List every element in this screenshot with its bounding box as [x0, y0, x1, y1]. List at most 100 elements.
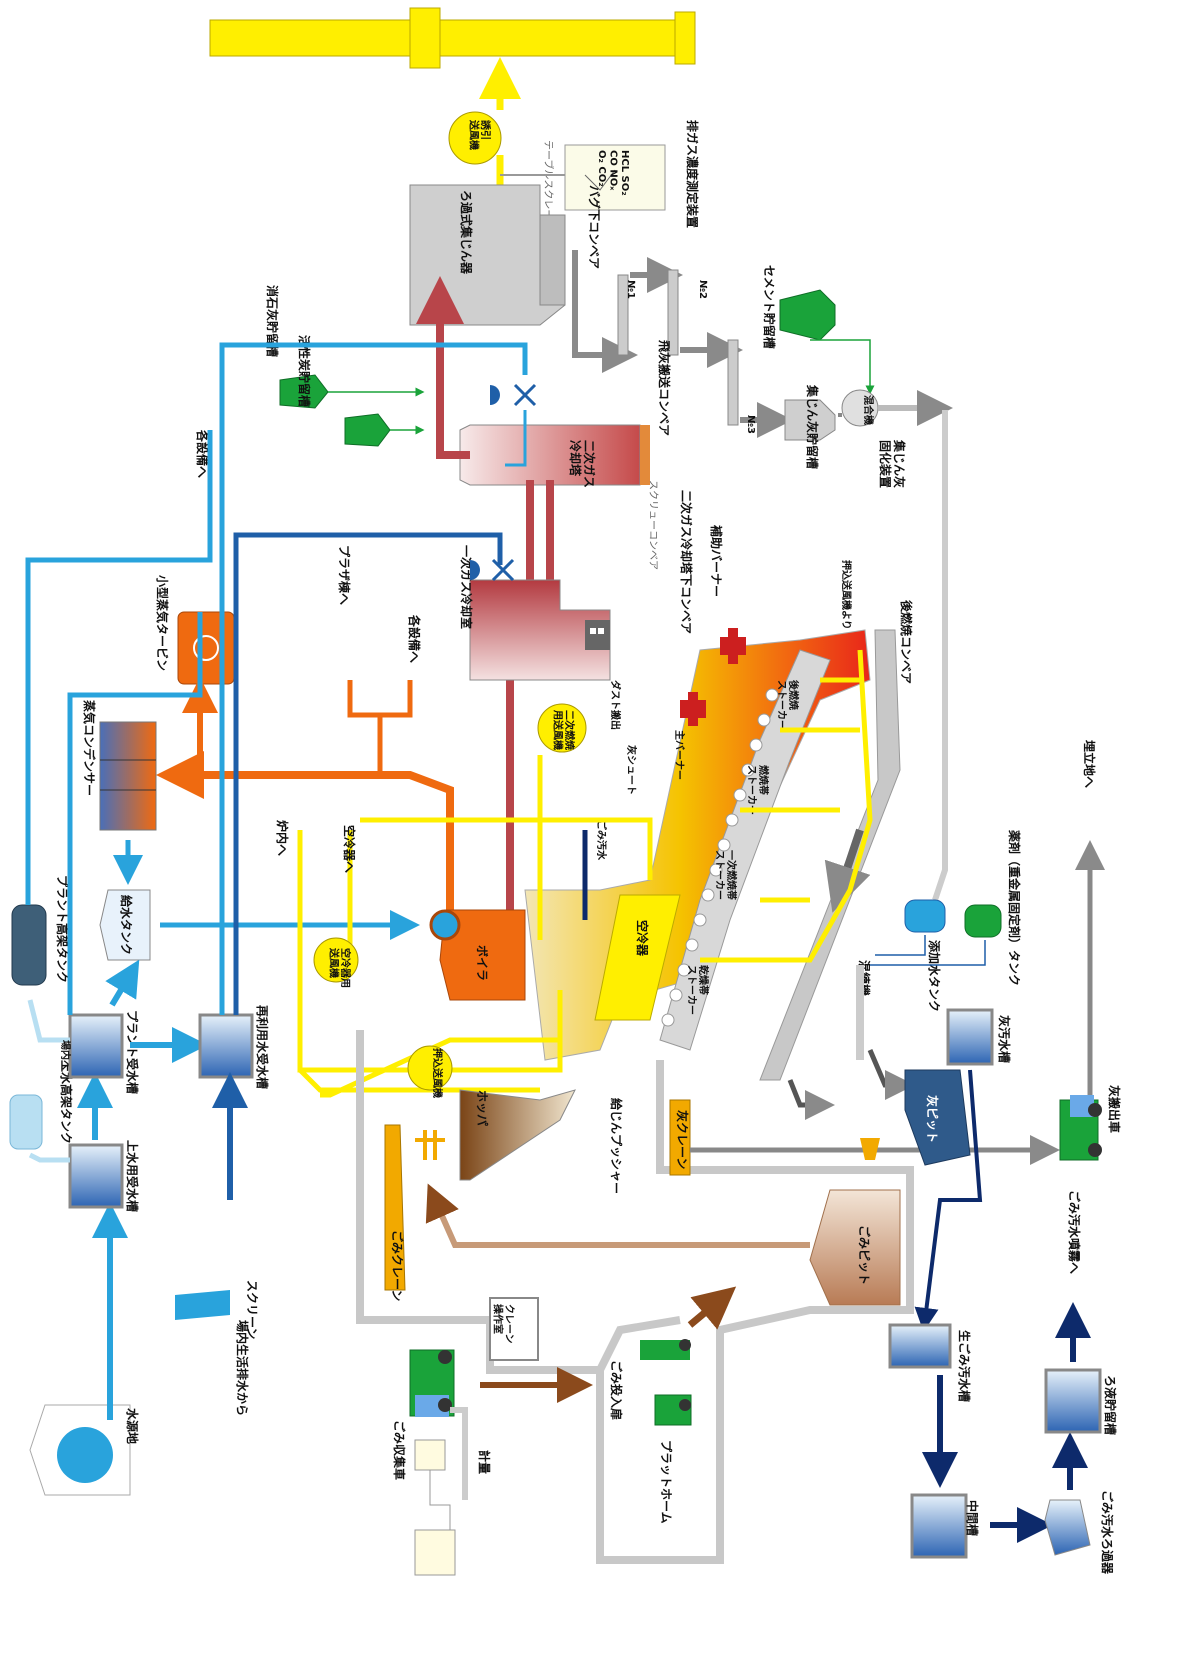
gas-cooler-2-conveyor-label: 二次ガス冷却塔下コンベア	[679, 490, 694, 634]
induced-fan-label: 誘引送風機	[468, 119, 493, 150]
water-pump-label: 水源地	[125, 1408, 140, 1444]
fly-ash-silo	[784, 399, 836, 441]
filtrate-label: ろ液貯留槽	[1103, 1375, 1118, 1435]
ash-chute-label: 灰シュート	[625, 745, 638, 795]
slaked-lime-label: 消石灰貯留槽	[265, 285, 280, 357]
raw-waste-water-label: 生ごみ汚水槽	[957, 1330, 972, 1402]
steam-main	[380, 771, 454, 910]
dust-out-label: ダスト搬出	[609, 680, 622, 730]
combustion-air-lines	[297, 649, 873, 1098]
mixer-label: 混合機	[862, 395, 875, 425]
waste-crane	[384, 1124, 406, 1291]
filtrate-tank	[1044, 1368, 1102, 1434]
combustion-stoker-label: 一次燃焼帯ストーカー	[714, 850, 739, 900]
to-air-preheater-label: 空冷器へ	[342, 825, 357, 873]
main-burner-label: 主バーナー	[673, 730, 686, 780]
ash-drop	[787, 1079, 835, 1120]
ash-truck	[1059, 1095, 1102, 1161]
cement-silo-label: セメント貯留槽	[762, 265, 777, 349]
aux-burner-label: 補助バーナー	[709, 524, 724, 597]
activated-carbon-silo	[279, 374, 329, 409]
pushing-fan2-label: 押込送風機	[431, 1048, 444, 1098]
gas-cooler-1	[469, 579, 611, 681]
cement-silo	[779, 289, 836, 341]
landfill-label: 埋立地へ	[1082, 740, 1097, 788]
upper-elevated-tank	[9, 1094, 43, 1150]
ash-grab	[860, 1138, 880, 1160]
cement-line	[810, 339, 875, 395]
stoker-rollers	[661, 688, 779, 1027]
fly-ash-conveyors	[572, 250, 793, 438]
ash-crane-label: 灰クレーン	[675, 1110, 690, 1169]
gas-cooler-2-label: 二次ガス冷却塔	[568, 440, 597, 488]
waste-crane-label: ごみクレーン	[390, 1230, 405, 1301]
fly-ash-conveyor-label: 飛灰搬送コンベア	[657, 339, 672, 436]
chimney	[209, 7, 696, 69]
drying-stoker-label: 乾燥帯ストーカー	[686, 965, 711, 1015]
table-scraper-label: テーブルスクレーパ	[542, 140, 555, 229]
additive-tank	[904, 899, 946, 933]
waste-to-hopper	[425, 1183, 810, 1248]
cooling-valve-1	[470, 558, 515, 582]
dump-arrow	[687, 1286, 737, 1330]
pushing-fan	[407, 1045, 453, 1091]
to-upper-elevated	[28, 1152, 70, 1163]
gas-cooler-2	[459, 424, 650, 486]
emission-monitor-label: 排ガス濃度測定装置	[685, 120, 700, 228]
chemical-tank	[964, 904, 1002, 938]
crane-control-label: クレーン操作室	[492, 1304, 516, 1344]
waste-water-filter-label: ごみ汚水ろ過器	[1100, 1490, 1115, 1575]
steam-to-equipment	[347, 680, 413, 775]
bag-filter	[409, 184, 566, 326]
chemical-tank-label: 薬剤（重金属固定剤）タンク	[1007, 830, 1022, 986]
intermediate-tank	[910, 1493, 968, 1559]
crane-control-room	[489, 1297, 539, 1361]
feed-water-label: 給水タンク	[119, 895, 134, 955]
emission-monitor: HCL SO₂CO NOₓO₂ CO₂	[564, 144, 666, 211]
screen-label: スクリーン	[245, 1280, 259, 1339]
plant-to-elevated	[27, 999, 70, 1043]
cooling-valve-2	[490, 383, 537, 407]
screw-conveyor-label: スクリューコンベア	[647, 480, 659, 570]
ash-to-pit	[867, 1049, 915, 1100]
secondary-fan-label: 二次燃焼用送風機	[552, 709, 577, 750]
hopper-label: ホッパ	[475, 1090, 489, 1126]
water-distribution-pipes	[25, 342, 528, 1015]
post-combustion-conveyor	[759, 629, 901, 1081]
gas-cooler-1-label: 一次ガス冷却室	[459, 545, 474, 629]
ash-conveyor-arrow	[824, 828, 871, 913]
induced-fan	[448, 111, 502, 165]
air-cooler-fan	[313, 937, 359, 983]
additive-tank-label: 添加水タンク	[927, 940, 942, 1012]
scale-label: 計量	[477, 1450, 492, 1474]
to-drain-label: 各設備へ	[195, 429, 210, 478]
steam-condenser-label: 蒸気コンデンサー	[82, 700, 97, 796]
water-receiving-label: 上水用受水槽	[125, 1140, 140, 1212]
post-conveyor-label: 後燃焼コンベア	[899, 600, 914, 684]
small-turbine-label: 小型蒸気タービン	[155, 575, 170, 671]
waste-pit	[809, 1189, 901, 1306]
aux-burner	[720, 628, 746, 664]
waste-water-label: ごみ汚水	[595, 820, 608, 861]
ash-crane	[669, 1099, 691, 1176]
crane-grab	[415, 1130, 445, 1160]
ash-wastewater-tank	[946, 1008, 994, 1066]
air-preheater-box	[594, 894, 681, 1021]
activated-carbon-label: 活性炭貯留槽	[297, 335, 312, 407]
bag-lower-conveyor-label: バグ下コンベア	[587, 185, 602, 269]
upper-elevated-label: 上水高架タンク	[59, 1060, 74, 1144]
plant-to-feed	[105, 959, 140, 1007]
ash-pit-label: 灰ピット	[925, 1095, 940, 1143]
secondary-fan	[537, 703, 587, 753]
boiler-label: ボイラ	[475, 945, 490, 981]
plant-elevated-label: プラント高架タンク	[55, 875, 70, 983]
reuse-tank-label: 再利用水受水槽	[255, 1005, 270, 1089]
post-stoker-label: 後燃焼ストーカー	[776, 680, 801, 730]
hopper	[459, 1089, 576, 1181]
to-sewage-label: ごみ汚水噴霧へ	[1067, 1190, 1082, 1274]
gas-duct-to-bagfilter	[416, 276, 470, 459]
reuse-tank	[198, 1013, 254, 1079]
emission-monitor-screen: HCL SO₂CO NOₓO₂ CO₂	[596, 150, 630, 196]
